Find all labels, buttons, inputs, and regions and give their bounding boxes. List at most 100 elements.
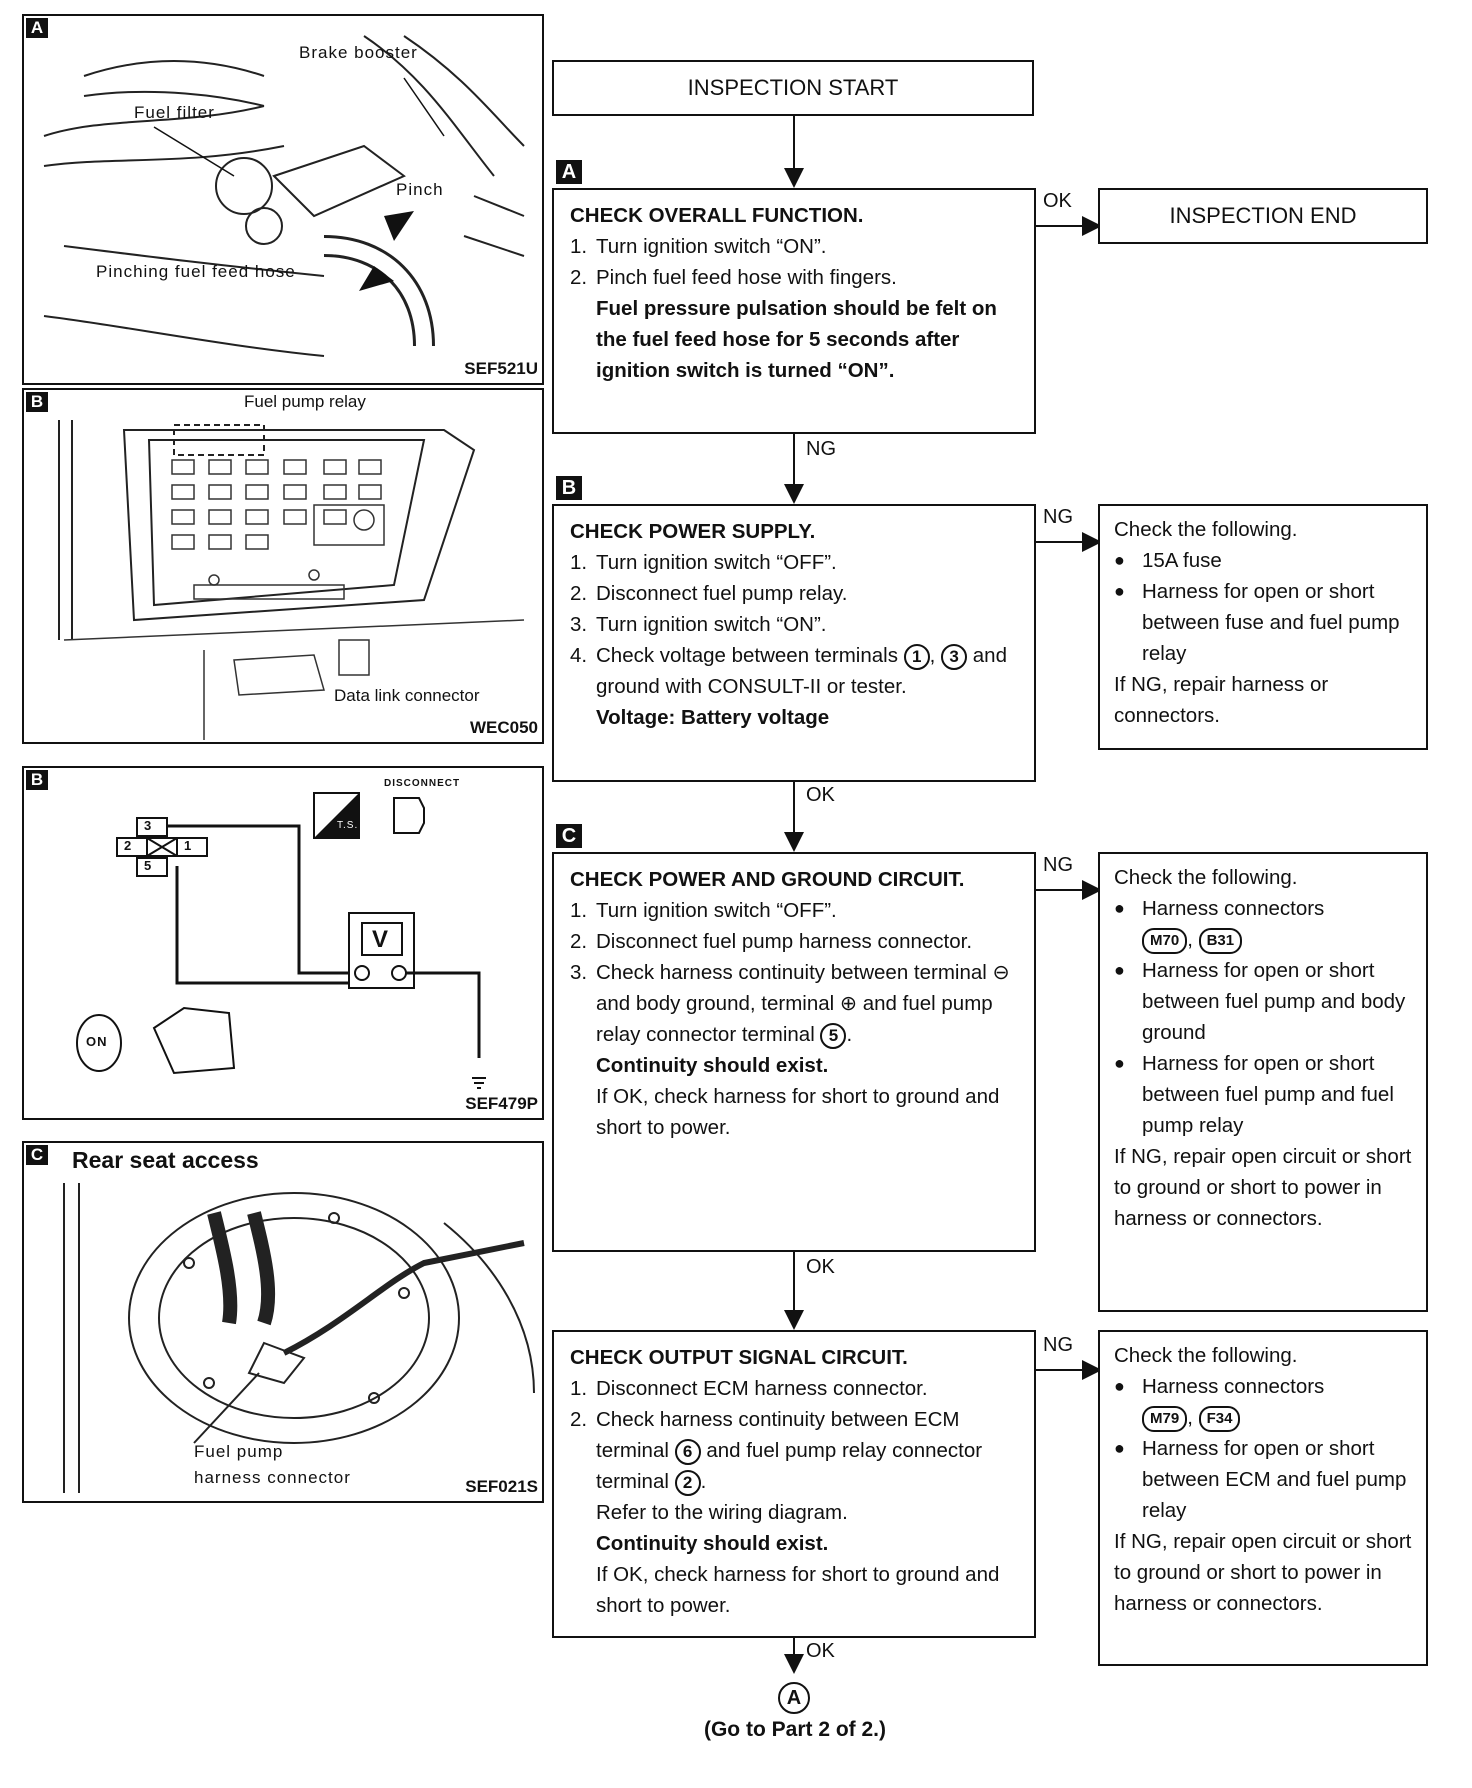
- figure-b2-badge: B: [26, 770, 48, 790]
- inspection-end-box: INSPECTION END: [1098, 188, 1428, 244]
- step-a-badge: A: [556, 160, 582, 184]
- result-c-head: Check the following.: [1114, 866, 1298, 889]
- goto-symbol: A: [778, 1682, 810, 1714]
- figure-a-badge: A: [26, 18, 48, 38]
- step-b-title: CHECK POWER SUPPLY.: [570, 520, 816, 543]
- step-b-badge: B: [556, 476, 582, 500]
- figure-b1-code: WEC050: [469, 718, 538, 737]
- goto-text: (Go to Part 2 of 2.): [703, 1718, 886, 1741]
- step-c-note: If OK, check harness for short to ground…: [596, 1085, 1000, 1139]
- figure-b2-panel: B 3 2 1 5 V DISCONNECT T.S. ON SEF479P: [22, 766, 544, 1120]
- step-a-criteria: Fuel pressure pulsation should be felt o…: [596, 297, 997, 382]
- fuel-filter-label: Fuel filter: [134, 103, 215, 122]
- terminal-3-circle: 3: [941, 643, 968, 670]
- figure-c-badge: C: [26, 1145, 48, 1165]
- data-link-connector-label: Data link connector: [334, 686, 480, 705]
- fuel-filter-illustration: [43, 35, 525, 357]
- pinch-label: Pinch: [396, 180, 444, 199]
- ok-label-d: OK: [806, 1640, 835, 1662]
- ok-label-a: OK: [1043, 190, 1072, 212]
- connector-f34: F34: [1198, 1405, 1241, 1432]
- figure-a-code: SEF521U: [464, 359, 538, 378]
- ignition-on-label: ON: [86, 1034, 108, 1049]
- connector-m79: M79: [1142, 1405, 1188, 1432]
- figure-b1-panel: B Fuel pump relay Data link connector WE…: [22, 388, 544, 744]
- ts-label: T.S.: [337, 820, 359, 831]
- result-c-box: Check the following. Harness connectorsM…: [1098, 852, 1428, 1312]
- step-a-item-1: 1.Turn ignition switch “ON”.: [570, 235, 827, 258]
- fuel-pump-relay-label: Fuel pump relay: [244, 392, 366, 411]
- terminal-2-circle: 2: [674, 1469, 701, 1496]
- step-c-item-2: 2.Disconnect fuel pump harness connector…: [570, 930, 973, 953]
- terminal-5-label: 5: [144, 858, 153, 873]
- step-b-item-2: 2.Disconnect fuel pump relay.: [570, 582, 848, 605]
- step-d-ref: Refer to the wiring diagram.: [596, 1501, 848, 1524]
- step-b-item-1: 1.Turn ignition switch “OFF”.: [570, 551, 837, 574]
- step-b-box: CHECK POWER SUPPLY. 1.Turn ignition swit…: [552, 504, 1036, 782]
- result-b-tail: If NG, repair harness or connectors.: [1114, 673, 1329, 727]
- step-d-item-2: 2.Check harness continuity between ECM t…: [570, 1404, 1018, 1497]
- inspection-start-box: INSPECTION START: [552, 60, 1034, 116]
- inspection-end-label: INSPECTION END: [1169, 203, 1357, 228]
- result-b-box: Check the following. 15A fuse Harness fo…: [1098, 504, 1428, 750]
- result-d-item-2: Harness for open or short between ECM an…: [1114, 1433, 1412, 1526]
- ng-label-c: NG: [1043, 854, 1073, 876]
- terminal-3-label: 3: [144, 818, 153, 833]
- disconnect-label: DISCONNECT: [384, 778, 461, 789]
- result-d-head: Check the following.: [1114, 1344, 1298, 1367]
- step-c-box: CHECK POWER AND GROUND CIRCUIT. 1.Turn i…: [552, 852, 1036, 1252]
- result-b-item-1: 15A fuse: [1114, 545, 1412, 576]
- terminal-5-circle: 5: [820, 1022, 847, 1049]
- step-b-item-3: 3.Turn ignition switch “ON”.: [570, 613, 827, 636]
- figure-c-code: SEF021S: [465, 1477, 538, 1496]
- ng-label-d: NG: [1043, 1334, 1073, 1356]
- connector-b31: B31: [1198, 927, 1243, 954]
- step-a-item-2: 2.Pinch fuel feed hose with fingers.: [570, 266, 897, 289]
- terminal-2-label: 2: [124, 838, 133, 853]
- terminal-1-circle: 1: [903, 643, 930, 670]
- ok-label-b: OK: [806, 784, 835, 806]
- ng-label-b: NG: [1043, 506, 1073, 528]
- inspection-start-label: INSPECTION START: [687, 75, 899, 100]
- terminal-1-label: 1: [184, 838, 193, 853]
- figure-b1-badge: B: [26, 392, 48, 412]
- result-c-tail: If NG, repair open circuit or short to g…: [1114, 1145, 1412, 1230]
- result-d-tail: If NG, repair open circuit or short to g…: [1114, 1530, 1412, 1615]
- fuel-pump-access-illustration: [63, 1183, 535, 1493]
- figure-b2-code: SEF479P: [465, 1094, 538, 1113]
- step-d-title: CHECK OUTPUT SIGNAL CIRCUIT.: [570, 1346, 908, 1369]
- step-c-badge: C: [556, 824, 582, 848]
- fuel-pump-connector-label: Fuel pump harness connector: [194, 1442, 351, 1487]
- voltage-test-illustration: [76, 792, 486, 1089]
- figure-a-panel: A Brake booster Fuel filter Pinch Pinchi…: [22, 14, 544, 385]
- pinching-label: Pinching fuel feed hose: [96, 262, 296, 281]
- result-c-item-2: Harness for open or short between fuel p…: [1114, 955, 1412, 1048]
- step-d-item-1: 1.Disconnect ECM harness connector.: [570, 1377, 928, 1400]
- step-b-item-4: 4.Check voltage between terminals 1, 3 a…: [570, 643, 1007, 698]
- ok-label-c: OK: [806, 1256, 835, 1278]
- voltmeter-label: V: [372, 926, 390, 953]
- step-b-criteria: Voltage: Battery voltage: [596, 706, 830, 729]
- ng-label-a: NG: [806, 438, 836, 460]
- result-b-item-2: Harness for open or short between fuse a…: [1114, 576, 1412, 669]
- step-a-box: CHECK OVERALL FUNCTION. 1.Turn ignition …: [552, 188, 1036, 434]
- step-a-title: CHECK OVERALL FUNCTION.: [570, 204, 864, 227]
- terminal-6-circle: 6: [674, 1438, 701, 1465]
- step-c-title: CHECK POWER AND GROUND CIRCUIT.: [570, 868, 965, 891]
- result-d-box: Check the following. Harness connectorsM…: [1098, 1330, 1428, 1666]
- step-d-criteria: Continuity should exist.: [596, 1532, 829, 1555]
- step-d-note: If OK, check harness for short to ground…: [596, 1563, 1000, 1617]
- brake-booster-label: Brake booster: [299, 43, 418, 62]
- result-b-head: Check the following.: [1114, 518, 1298, 541]
- fuse-box-illustration: [58, 420, 525, 740]
- step-d-box: CHECK OUTPUT SIGNAL CIRCUIT. 1.Disconnec…: [552, 1330, 1036, 1638]
- result-c-item-3: Harness for open or short between fuel p…: [1114, 1048, 1412, 1141]
- figure-c-panel: C Rear seat access Fuel pump harness con…: [22, 1141, 544, 1503]
- step-c-item-1: 1.Turn ignition switch “OFF”.: [570, 899, 837, 922]
- connector-m70: M70: [1142, 927, 1188, 954]
- step-c-criteria: Continuity should exist.: [596, 1054, 829, 1077]
- rear-seat-access-title: Rear seat access: [72, 1147, 259, 1173]
